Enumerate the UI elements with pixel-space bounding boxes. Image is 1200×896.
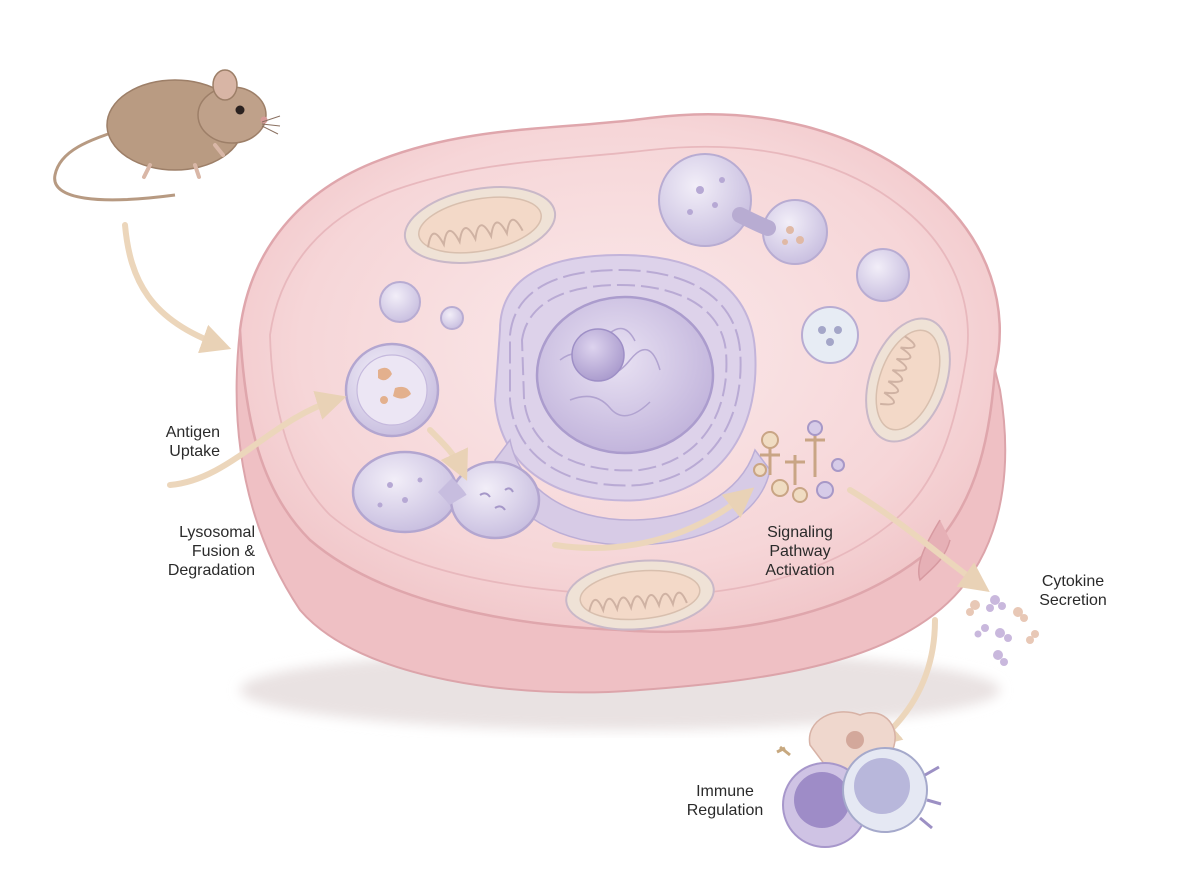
vesicle-small-1	[379, 281, 421, 323]
cytokine-molecule-icon	[966, 595, 1039, 666]
label-antigen-uptake-line-2: Uptake	[169, 443, 220, 460]
label-lysosomal-line-2: Fusion &	[191, 543, 255, 560]
endosome-cluster-top	[658, 153, 828, 265]
label-signaling-line-1: Signaling	[767, 524, 833, 541]
label-immune-line-1: Immune	[696, 783, 754, 800]
immune-cell-icon	[776, 711, 942, 848]
label-antigen-uptake-line-1: Antigen	[165, 424, 220, 441]
receptor-icon	[753, 420, 845, 503]
phagolysosome	[351, 450, 541, 540]
label-cytokine: Cytokine Secretion	[1018, 572, 1128, 610]
arrow-antigen-uptake	[167, 390, 347, 488]
mitochondrion-bottom	[565, 559, 715, 631]
label-signaling: Signaling Pathway Activation	[740, 523, 860, 580]
mitochondrion-top	[403, 186, 557, 264]
label-lysosomal: Lysosomal Fusion & Degradation	[140, 523, 255, 580]
nucleus	[535, 295, 715, 455]
label-cytokine-line-2: Secretion	[1039, 592, 1107, 609]
label-antigen-uptake: Antigen Uptake	[120, 423, 220, 461]
label-signaling-line-3: Activation	[765, 562, 835, 579]
arrow-mouse-to-cell	[122, 222, 232, 354]
phagosome	[344, 342, 440, 438]
vesicle-small-2	[440, 306, 464, 330]
label-immune-line-2: Regulation	[686, 802, 764, 819]
mouse-icon	[53, 69, 281, 202]
vesicle-right-1	[856, 248, 910, 302]
label-cytokine-line-1: Cytokine	[1041, 573, 1105, 590]
arrow-to-lysosome	[427, 427, 468, 481]
label-signaling-line-2: Pathway	[769, 543, 831, 560]
label-immune: Immune Regulation	[670, 782, 780, 820]
vesicle-right-2	[801, 306, 859, 364]
mitochondrion-right	[865, 317, 951, 443]
cell-inner-membrane	[269, 145, 969, 597]
label-lysosomal-line-3: Degradation	[167, 562, 255, 579]
nucleolus	[571, 328, 625, 382]
label-lysosomal-line-1: Lysosomal	[179, 524, 255, 541]
arrow-to-signaling	[552, 487, 755, 551]
arrow-to-cytokine	[847, 487, 990, 592]
